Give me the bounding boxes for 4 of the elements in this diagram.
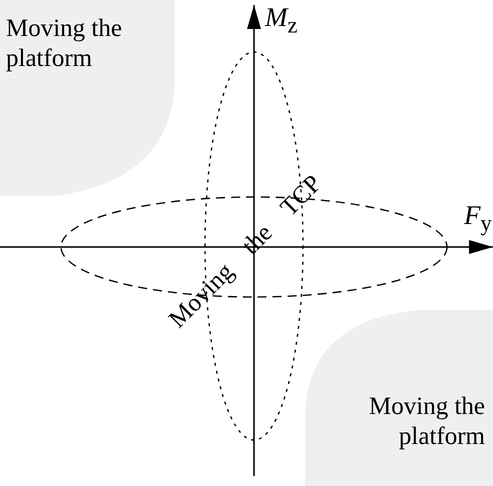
axis-label: M$_{z}$ (265, 2, 298, 38)
region-label: Moving the platform (368, 392, 485, 452)
region-label: Moving the platform (6, 14, 123, 74)
axis-label: F$_{y}$ (464, 200, 492, 236)
